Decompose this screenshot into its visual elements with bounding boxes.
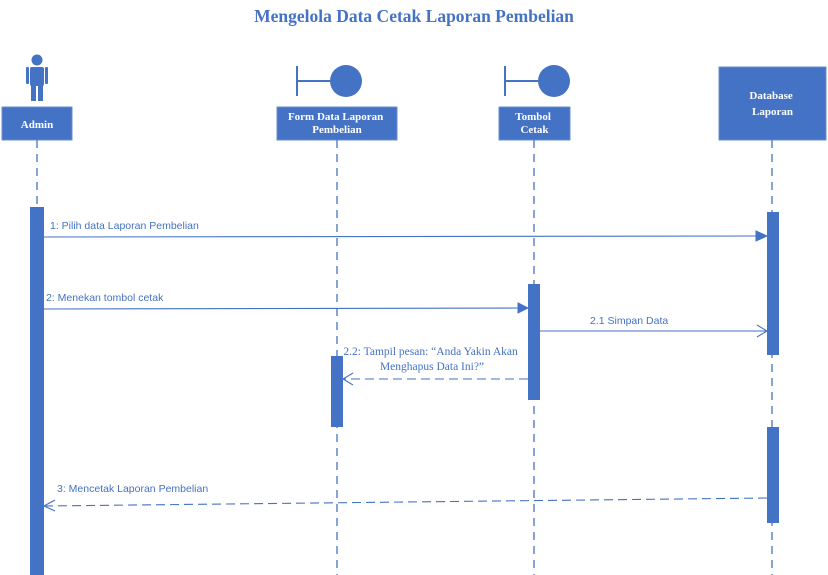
message-2-1-label: 2.1 Simpan Data (590, 315, 668, 327)
participant-tombol: Tombol Cetak (498, 65, 571, 575)
diagram-title: Mengelola Data Cetak Laporan Pembelian (254, 6, 574, 26)
message-3-label: 3: Mencetak Laporan Pembelian (57, 483, 208, 495)
participant-label-form: Form Data Laporan Pembelian (288, 111, 386, 136)
participant-form: Form Data Laporan Pembelian (276, 65, 398, 575)
activation-bar-tombol (528, 284, 540, 400)
participant-label-tombol-line-2: Cetak (520, 124, 549, 136)
activation-bar-form (331, 356, 343, 427)
participant-label-tombol-line-1: Tombol (515, 111, 551, 123)
participant-box-form (276, 106, 398, 141)
participant-box-database (718, 66, 827, 141)
message-2-1-arrowhead (756, 324, 769, 338)
participant-admin: Admin (1, 54, 73, 575)
participant-label-database-line-2: Laporan (752, 106, 793, 118)
message-1-line (43, 235, 758, 238)
message-2-2: 2.2: Tampil pesan: “Anda Yakin Akan Meng… (341, 346, 528, 386)
participant-box-tombol (498, 106, 571, 141)
message-2-2-label: 2.2: Tampil pesan: “Anda Yakin Akan Meng… (343, 346, 520, 373)
message-2-line (43, 307, 520, 310)
message-3-line (44, 497, 768, 507)
message-2-2-label-line-1: 2.2: Tampil pesan: “Anda Yakin Akan (343, 346, 518, 358)
activation-bar-database-2 (767, 427, 779, 523)
actor-icon (26, 54, 48, 101)
message-2-1: 2.1 Simpan Data (540, 315, 769, 338)
participant-label-database-line-1: Database (749, 90, 793, 102)
message-2-2-label-line-2: Menghapus Data Ini?” (380, 361, 484, 373)
participant-label-form-line-2: Pembelian (312, 124, 362, 136)
participant-label-tombol: Tombol Cetak (515, 111, 553, 136)
message-1: 1: Pilih data Laporan Pembelian (43, 220, 769, 242)
participant-label-form-line-1: Form Data Laporan (288, 111, 383, 123)
message-2-arrowhead (517, 302, 530, 314)
message-3: 3: Mencetak Laporan Pembelian (42, 483, 768, 512)
message-1-arrowhead (755, 230, 769, 242)
message-2-2-arrowhead (341, 372, 354, 386)
message-2-label: 2: Menekan tombol cetak (46, 292, 164, 304)
boundary-icon (504, 65, 570, 97)
participant-box-admin (1, 106, 73, 141)
participant-label-database: Database Laporan (749, 90, 795, 118)
activation-bar-database-1 (767, 212, 779, 355)
message-3-arrowhead (42, 499, 56, 512)
activation-bar-admin (30, 207, 44, 575)
boundary-icon (296, 65, 362, 97)
message-1-label: 1: Pilih data Laporan Pembelian (50, 220, 199, 232)
participant-database: Database Laporan (718, 66, 827, 575)
participant-label-admin: Admin (21, 119, 53, 131)
message-2: 2: Menekan tombol cetak (43, 292, 530, 314)
